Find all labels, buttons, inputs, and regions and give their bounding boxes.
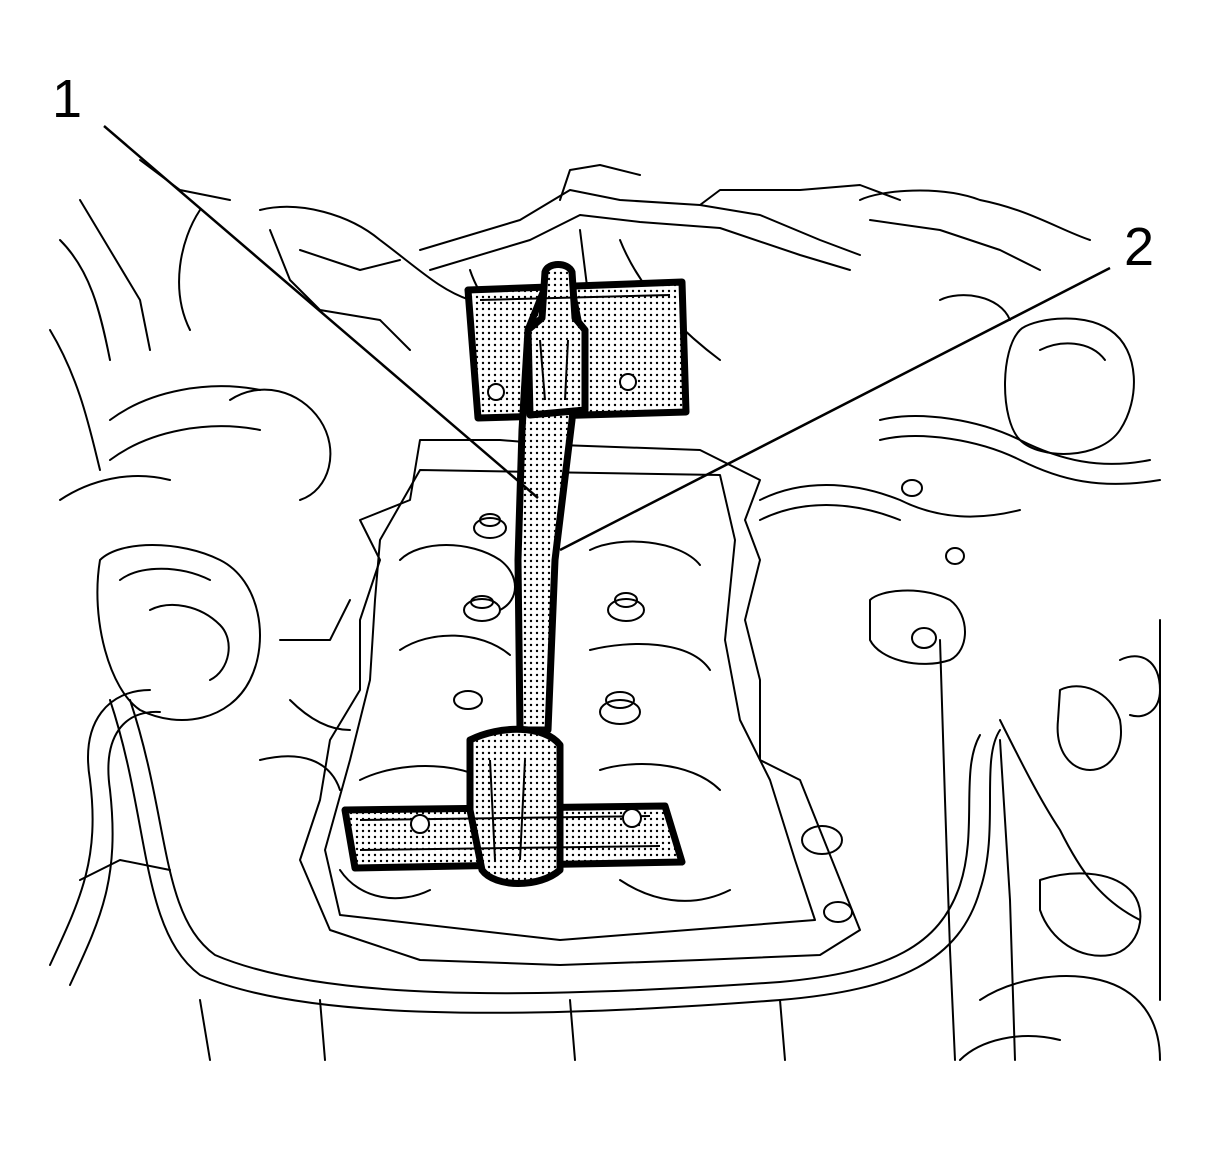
leader-line-1 (103, 125, 539, 499)
leader-line-2 (559, 266, 1111, 552)
bolt-icon (622, 808, 642, 828)
bolt-icon (619, 373, 637, 391)
engine-background-lines (49, 159, 1161, 1061)
callout-label-1: 1 (52, 69, 83, 129)
tool-bolts (410, 373, 642, 834)
callout-label-2: 2 (1124, 217, 1155, 277)
bolt-icon (487, 383, 505, 401)
bolt-icon (410, 814, 430, 834)
leader-lines (103, 125, 1111, 552)
special-tool-inner-lines (359, 294, 671, 861)
special-tool (341, 261, 690, 887)
